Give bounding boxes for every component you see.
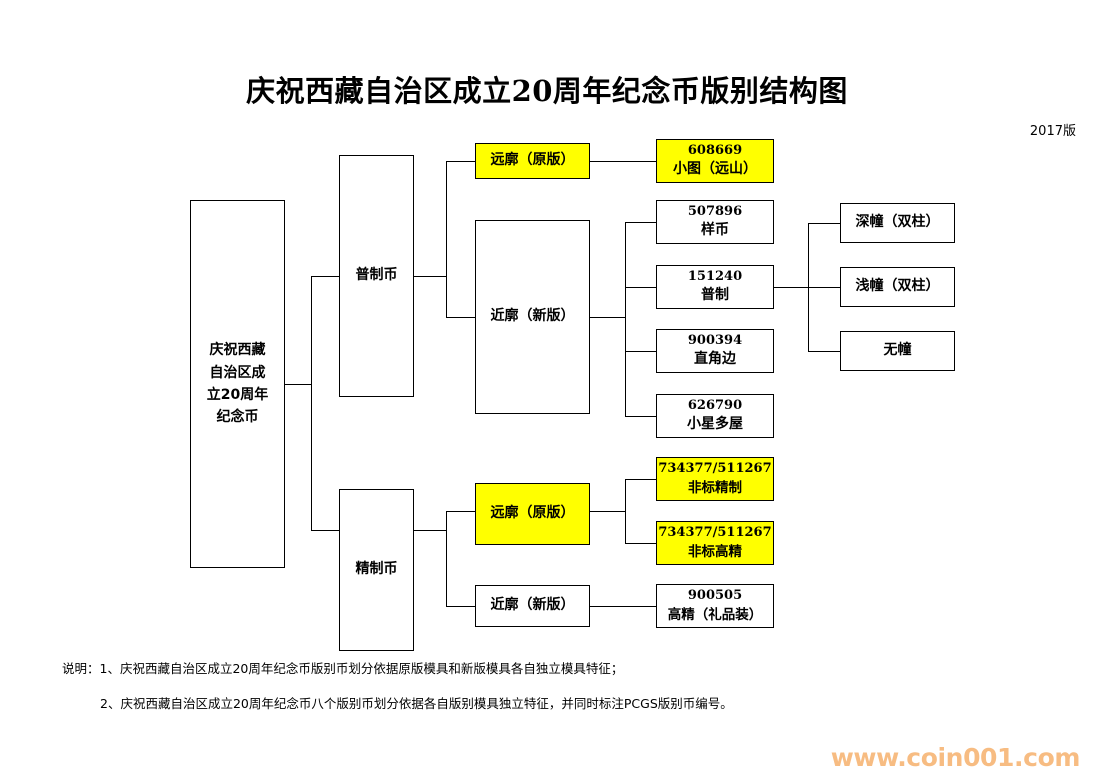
node-deep-chuang-label: 深幢（双柱） xyxy=(855,214,940,231)
connector-level2-trunk xyxy=(311,276,312,530)
node-deep-chuang[interactable]: 深幢（双柱） xyxy=(840,203,955,243)
node-root-line2: 自治区成 xyxy=(209,364,266,381)
connector-to-deep xyxy=(808,223,840,224)
connector-to-none xyxy=(808,351,840,352)
connector-to-rightangle xyxy=(625,351,656,352)
note-line-2: 2、庆祝西藏自治区成立20周年纪念币八个版别币划分依据各自版别模具独立特征，并同… xyxy=(100,696,733,711)
node-leaf-nonstd-refined-name: 非标精制 xyxy=(688,479,742,496)
node-refined-near-rim[interactable]: 近廓（新版） xyxy=(475,585,590,627)
connector-to-refined xyxy=(311,530,339,531)
node-leaf-standard-code: 151240 xyxy=(687,268,743,284)
connector-refinedfar-trunk xyxy=(625,479,626,543)
node-leaf-small-pic[interactable]: 608669 小图（远山） xyxy=(656,139,774,183)
connector-refinednear-to-highgift xyxy=(590,606,656,607)
node-root-line3: 立20周年 xyxy=(206,387,269,403)
node-leaf-high-gift[interactable]: 900505 高精（礼品装） xyxy=(656,584,774,628)
connector-to-common xyxy=(311,276,339,277)
node-common-far-rim-label: 远廓（原版） xyxy=(490,152,575,169)
node-light-chuang-label: 浅幢（双柱） xyxy=(855,278,940,295)
connector-to-nonstd-refined xyxy=(625,479,656,480)
node-leaf-right-angle[interactable]: 900394 直角边 xyxy=(656,329,774,373)
node-leaf-right-angle-code: 900394 xyxy=(687,332,743,348)
connector-to-nonstd-high xyxy=(625,543,656,544)
node-leaf-nonstd-refined[interactable]: 734377/511267 非标精制 xyxy=(656,457,774,501)
node-leaf-pattern-code: 507896 xyxy=(687,203,743,219)
connector-to-common-near xyxy=(446,317,475,318)
node-refined-coin[interactable]: 精制币 xyxy=(339,489,414,651)
connector-commonnear-trunk xyxy=(625,222,626,416)
node-leaf-small-pic-code: 608669 xyxy=(687,142,743,158)
version-label: 2017版 xyxy=(1029,124,1076,139)
connector-refinedfar-out xyxy=(590,511,625,512)
node-no-chuang-label: 无幢 xyxy=(883,342,912,359)
node-refined-far-rim[interactable]: 远廓（原版） xyxy=(475,483,590,545)
connector-to-refined-near xyxy=(446,606,475,607)
node-leaf-small-star-name: 小星多屋 xyxy=(687,416,743,433)
node-refined-coin-label: 精制币 xyxy=(355,561,398,578)
connector-common-out xyxy=(414,276,446,277)
node-leaf-pattern[interactable]: 507896 样币 xyxy=(656,200,774,244)
connector-common-trunk xyxy=(446,161,447,317)
node-root-line4: 纪念币 xyxy=(216,409,259,426)
node-common-coin[interactable]: 普制币 xyxy=(339,155,414,397)
connector-commonnear-out xyxy=(590,317,625,318)
node-no-chuang[interactable]: 无幢 xyxy=(840,331,955,371)
node-common-coin-label: 普制币 xyxy=(355,267,398,284)
connector-to-common-far xyxy=(446,161,475,162)
connector-to-pattern xyxy=(625,222,656,223)
node-common-near-rim[interactable]: 近廓（新版） xyxy=(475,220,590,414)
node-light-chuang[interactable]: 浅幢（双柱） xyxy=(840,267,955,307)
node-leaf-right-angle-name: 直角边 xyxy=(694,351,736,368)
node-leaf-small-pic-name: 小图（远山） xyxy=(673,161,757,178)
node-common-far-rim[interactable]: 远廓（原版） xyxy=(475,143,590,179)
node-leaf-nonstd-high[interactable]: 734377/511267 非标高精 xyxy=(656,521,774,565)
node-leaf-nonstd-high-code: 734377/511267 xyxy=(658,525,772,541)
node-leaf-pattern-name: 样币 xyxy=(701,222,729,239)
node-common-near-rim-label: 近廓（新版） xyxy=(490,308,575,325)
node-leaf-nonstd-refined-code: 734377/511267 xyxy=(658,461,772,477)
node-leaf-standard-name: 普制 xyxy=(701,287,729,304)
connector-to-smallstar xyxy=(625,416,656,417)
node-leaf-high-gift-name: 高精（礼品装） xyxy=(667,606,763,623)
node-leaf-standard[interactable]: 151240 普制 xyxy=(656,265,774,309)
connector-to-standard xyxy=(625,287,656,288)
node-root-line1: 庆祝西藏 xyxy=(209,342,266,359)
connector-to-refined-far xyxy=(446,511,475,512)
node-refined-near-rim-label: 近廓（新版） xyxy=(490,597,575,614)
node-leaf-small-star-code: 626790 xyxy=(687,397,743,413)
note-line-1: 说明：1、庆祝西藏自治区成立20周年纪念币版别币划分依据原版模具和新版模具各自独… xyxy=(62,661,624,676)
node-root[interactable]: 庆祝西藏 自治区成 立20周年 纪念币 xyxy=(190,200,285,568)
connector-root-out xyxy=(285,384,311,385)
node-leaf-nonstd-high-name: 非标高精 xyxy=(688,543,742,560)
connector-refined-trunk xyxy=(446,511,447,606)
connector-refined-out xyxy=(414,530,446,531)
node-leaf-small-star[interactable]: 626790 小星多屋 xyxy=(656,394,774,438)
connector-to-light xyxy=(808,287,840,288)
page-title: 庆祝西藏自治区成立20周年纪念币版别结构图 xyxy=(246,74,848,108)
connector-standard-out xyxy=(774,287,808,288)
node-refined-far-rim-label: 远廓（原版） xyxy=(490,505,575,522)
site-watermark: www.coin001.com xyxy=(830,743,1081,772)
connector-commonfar-to-smallpic xyxy=(590,161,656,162)
node-leaf-high-gift-code: 900505 xyxy=(687,588,743,604)
